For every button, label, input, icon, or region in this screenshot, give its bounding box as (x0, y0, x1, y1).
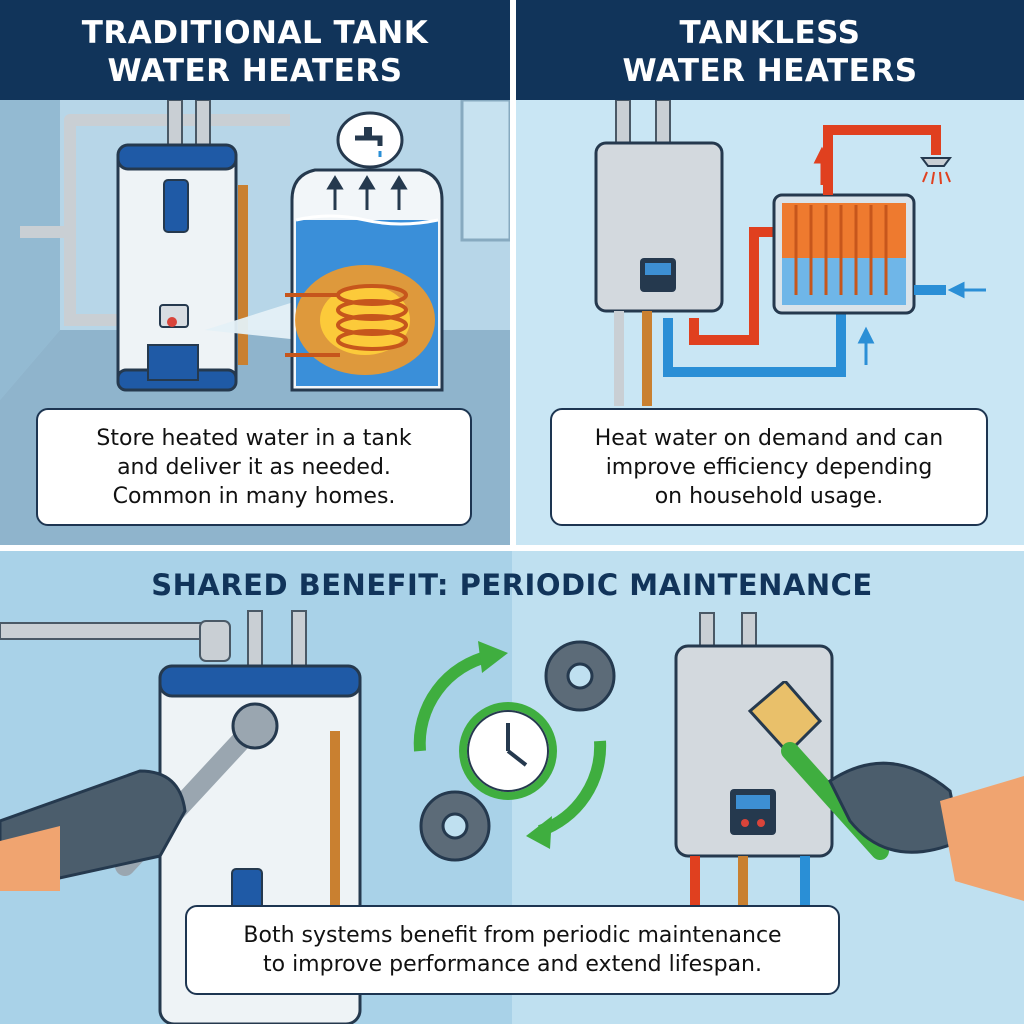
tank-caption-line3: Common in many homes. (38, 482, 470, 511)
faucet-icon (335, 110, 405, 170)
tank-header: TRADITIONAL TANK WATER HEATERS (0, 0, 510, 100)
paint-brush-icon (740, 681, 1024, 901)
maintenance-caption: Both systems benefit from periodic maint… (185, 905, 840, 995)
tank-panel: TRADITIONAL TANK WATER HEATERS Store hea… (0, 0, 510, 545)
tank-title-line2: WATER HEATERS (0, 52, 510, 90)
tankless-header: TANKLESS WATER HEATERS (516, 0, 1024, 100)
tankless-title-line2: WATER HEATERS (516, 52, 1024, 90)
tankless-caption: Heat water on demand and can improve eff… (550, 408, 988, 526)
tankless-panel: TANKLESS WATER HEATERS Heat water on dem… (516, 0, 1024, 545)
tank-caption-line2: and deliver it as needed. (38, 453, 470, 482)
wrench-icon (0, 691, 290, 891)
tankless-caption-line3: on household usage. (552, 482, 986, 511)
maintenance-caption-line2: to improve performance and extend lifesp… (187, 950, 838, 979)
tank-caption-line1: Store heated water in a tank (38, 424, 470, 453)
clock-icon (458, 701, 558, 801)
tank-title-line1: TRADITIONAL TANK (0, 14, 510, 52)
tankless-caption-line2: improve efficiency depending (552, 453, 986, 482)
maintenance-caption-line1: Both systems benefit from periodic maint… (187, 921, 838, 950)
maintenance-title: SHARED BENEFIT: PERIODIC MAINTENANCE (0, 568, 1024, 602)
tankless-title-line1: TANKLESS (516, 14, 1024, 52)
tank-caption: Store heated water in a tank and deliver… (36, 408, 472, 526)
tankless-caption-line1: Heat water on demand and can (552, 424, 986, 453)
